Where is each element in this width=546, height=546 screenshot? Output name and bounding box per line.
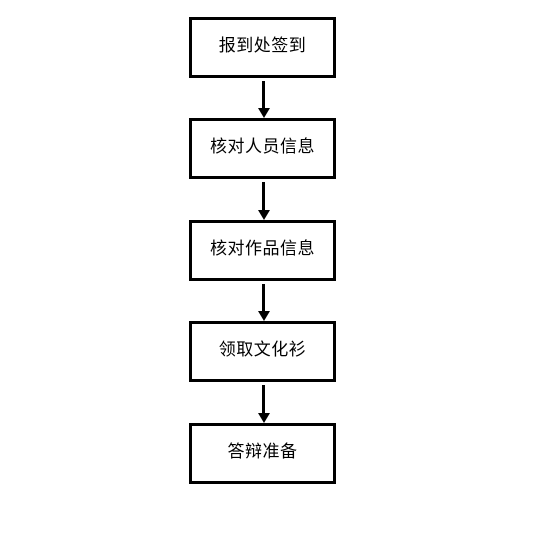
- arrow-shaft: [262, 284, 265, 311]
- step-box-checkin: 报到处签到: [189, 17, 336, 78]
- arrow-4: [254, 385, 274, 423]
- arrow-2: [254, 182, 274, 220]
- step-box-defense-prep: 答辩准备: [189, 423, 336, 484]
- arrow-shaft: [262, 385, 265, 413]
- step-label: 报到处签到: [218, 36, 307, 56]
- arrow-1: [254, 81, 274, 118]
- step-label: 核对作品信息: [210, 239, 315, 259]
- arrow-shaft: [262, 81, 265, 108]
- arrow-head: [258, 210, 270, 220]
- step-box-verify-personnel: 核对人员信息: [189, 118, 336, 179]
- arrow-head: [258, 311, 270, 321]
- step-box-verify-work: 核对作品信息: [189, 220, 336, 281]
- arrow-shaft: [262, 182, 265, 210]
- arrow-head: [258, 108, 270, 118]
- step-label: 核对人员信息: [210, 137, 315, 157]
- step-label: 答辩准备: [227, 442, 298, 462]
- step-label: 领取文化衫: [218, 340, 307, 360]
- step-box-collect-tshirt: 领取文化衫: [189, 321, 336, 382]
- arrow-head: [258, 413, 270, 423]
- arrow-3: [254, 284, 274, 321]
